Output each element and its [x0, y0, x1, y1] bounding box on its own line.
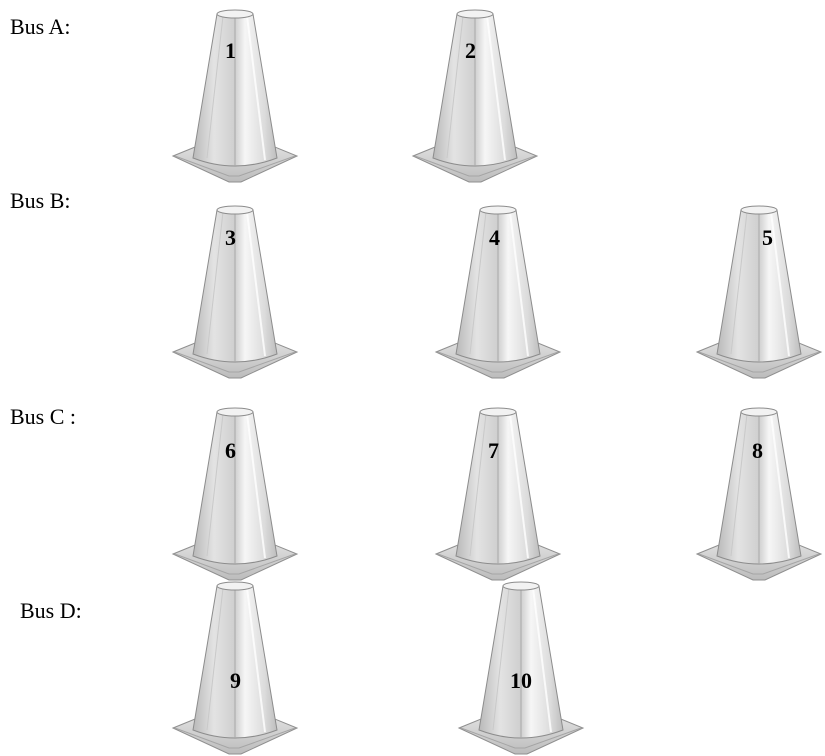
- bus-c-label: Bus C :: [10, 404, 77, 429]
- cone-number: 2: [465, 38, 476, 63]
- cone-number: 6: [225, 438, 236, 463]
- bus-d-label: Bus D:: [20, 598, 82, 623]
- traffic-cone-icon: 4: [430, 204, 564, 380]
- traffic-cone-icon: 8: [691, 406, 825, 582]
- cone-number: 9: [230, 668, 241, 693]
- cone-number: 5: [762, 225, 773, 250]
- cone-number: 8: [752, 438, 763, 463]
- traffic-cone-icon: 7: [430, 406, 564, 582]
- traffic-cone-icon: 2: [407, 8, 541, 184]
- cone-number: 3: [225, 225, 236, 250]
- cone-number: 10: [510, 668, 532, 693]
- cone-number: 4: [489, 225, 500, 250]
- bus-b-label: Bus B:: [10, 188, 71, 213]
- traffic-cone-icon: 6: [167, 406, 301, 582]
- cone-number: 1: [225, 38, 236, 63]
- traffic-cone-icon: 3: [167, 204, 301, 380]
- bus-a-label: Bus A:: [10, 14, 71, 39]
- cone-number: 7: [488, 438, 499, 463]
- traffic-cone-icon: 10: [453, 580, 587, 756]
- traffic-cone-icon: 1: [167, 8, 301, 184]
- traffic-cone-icon: 9: [167, 580, 301, 756]
- traffic-cone-icon: 5: [691, 204, 825, 380]
